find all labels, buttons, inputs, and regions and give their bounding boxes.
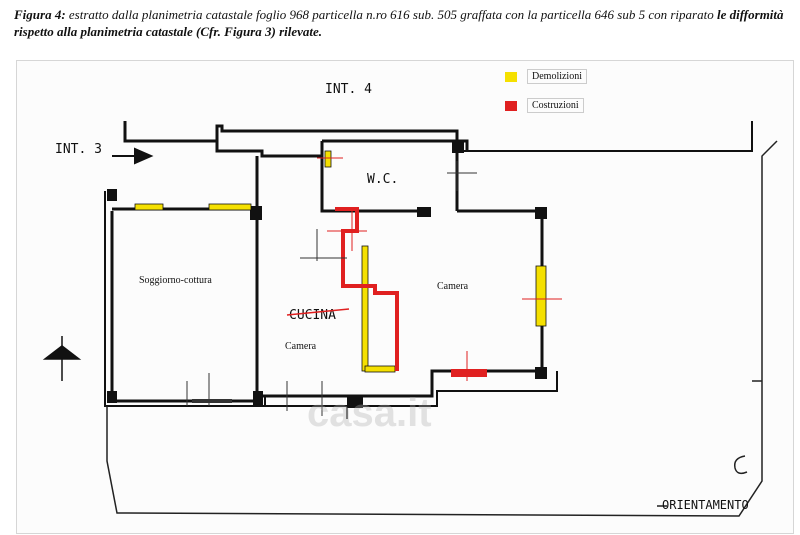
caption-bold-text: le difformità rispetto alla planimetria … (14, 7, 784, 39)
camera-right-wall (457, 209, 544, 371)
legend-label: Costruzioni (527, 98, 584, 113)
caption-text: estratto dalla planimetria catastale fog… (65, 7, 717, 22)
legend-label: Demolizioni (527, 69, 587, 84)
label-wc: W.C. (367, 172, 398, 187)
column (535, 367, 547, 379)
floor-plan: INT. 4 INT. 3 W.C. Soggiorno-cottura Cam… (16, 60, 794, 534)
columns (107, 141, 547, 408)
label-camera-right: Camera (437, 281, 469, 292)
top-wall (123, 121, 469, 151)
wc-left-wall (320, 141, 332, 213)
demolizione (208, 203, 252, 211)
label-int4: INT. 4 (325, 82, 372, 97)
column (452, 141, 464, 153)
costruzione-block (451, 369, 487, 377)
column (347, 396, 363, 408)
costruzione-wall (335, 207, 399, 371)
section-arrow (42, 345, 82, 360)
demolizione (364, 365, 396, 373)
cucina-strike (286, 308, 350, 316)
demolizione (134, 203, 164, 211)
demolizione (324, 150, 332, 168)
legend-swatch-yellow (505, 71, 517, 82)
soggiorno-outer-wall (110, 211, 257, 403)
label-soggiorno: Soggiorno-cottura (139, 275, 212, 286)
costruzioni-marks (335, 207, 399, 371)
outer-left-wall (104, 191, 266, 407)
floor-plan-drawing: INT. 4 INT. 3 W.C. Soggiorno-cottura Cam… (42, 82, 778, 517)
terrace-outline (106, 140, 778, 517)
inner-top-wall (215, 141, 322, 158)
legend-item-costruzioni: Costruzioni (505, 98, 587, 113)
correction-crosses (317, 157, 562, 381)
column (107, 189, 117, 201)
label-camera-left: Camera (285, 341, 317, 352)
demolizione (361, 245, 369, 372)
label-int3: INT. 3 (55, 142, 102, 157)
watermark: casa.it (307, 391, 432, 435)
terrace-south-wall (265, 371, 558, 407)
misc-lines (186, 161, 477, 416)
demolizioni-marks (134, 150, 547, 373)
column (417, 207, 431, 217)
demolizione (535, 265, 547, 327)
figure-label: Figura 4: (14, 7, 66, 22)
int3-arrow (112, 147, 154, 165)
column (253, 391, 263, 405)
legend-swatch-red (505, 100, 517, 111)
walls (104, 121, 753, 407)
figure-caption: Figura 4: estratto dalla planimetria cat… (14, 6, 794, 40)
column (107, 391, 117, 403)
section-marker (42, 336, 82, 381)
orientation-symbol (657, 455, 748, 507)
terrace-top-wall (457, 121, 753, 152)
orientation-glyph (733, 455, 748, 475)
column (535, 207, 547, 219)
legend: Demolizioni Costruzioni (505, 69, 587, 113)
terrace-boundary (106, 140, 778, 517)
legend-item-demolizioni: Demolizioni (505, 69, 587, 84)
column (250, 206, 262, 220)
label-orientamento: ORIENTAMENTO (662, 498, 749, 512)
arrow-head (134, 147, 154, 165)
